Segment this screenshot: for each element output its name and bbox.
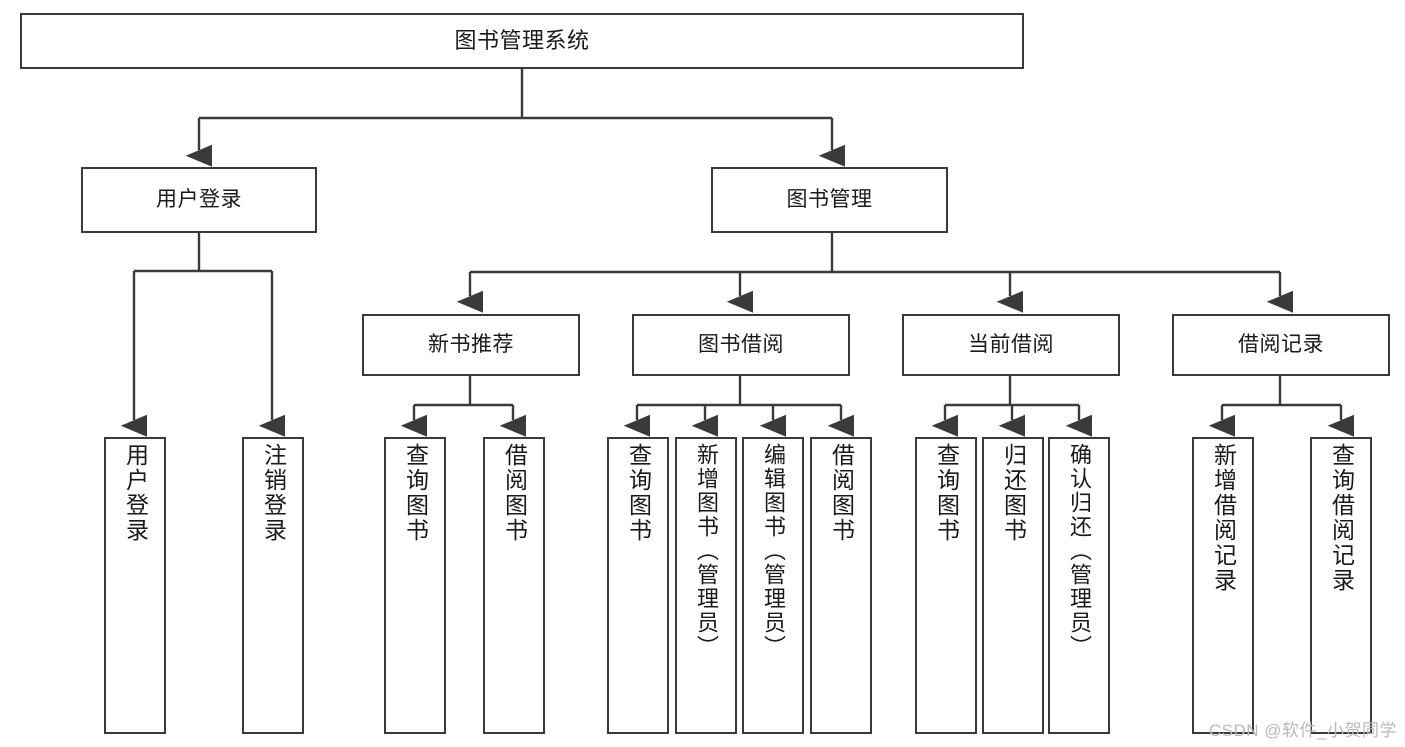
node-label: 图书借阅 xyxy=(698,332,784,356)
node-label: 新增图书（管理员） xyxy=(694,443,719,659)
leaf-edit-book[interactable]: 编辑图书（管理员） xyxy=(742,437,804,734)
node-label: 借阅图书 xyxy=(501,443,528,543)
node-new-book-recommend[interactable]: 新书推荐 xyxy=(362,314,580,376)
node-user-login[interactable]: 用户登录 xyxy=(81,167,317,233)
node-label: 当前借阅 xyxy=(968,332,1054,356)
node-label: 新书推荐 xyxy=(428,332,514,356)
node-label: 确认归还（管理员） xyxy=(1067,443,1092,659)
leaf-add-book[interactable]: 新增图书（管理员） xyxy=(675,437,737,734)
node-label: 编辑图书（管理员） xyxy=(761,443,786,659)
node-label: 查询图书 xyxy=(933,443,960,543)
node-label: 图书管理系统 xyxy=(454,28,590,54)
leaf-query-record[interactable]: 查询借阅记录 xyxy=(1310,437,1372,734)
node-book-manage[interactable]: 图书管理 xyxy=(711,167,948,233)
leaf-user-login[interactable]: 用户登录 xyxy=(104,437,166,734)
node-label: 注销登录 xyxy=(260,443,287,543)
node-root[interactable]: 图书管理系统 xyxy=(20,13,1024,69)
node-label: 查询图书 xyxy=(402,443,429,543)
node-book-borrow[interactable]: 图书借阅 xyxy=(632,314,850,376)
node-label: 借阅图书 xyxy=(828,443,855,543)
leaf-logout-login[interactable]: 注销登录 xyxy=(242,437,304,734)
leaf-confirm-return[interactable]: 确认归还（管理员） xyxy=(1048,437,1110,734)
leaf-query-book-2[interactable]: 查询图书 xyxy=(607,437,669,734)
node-current-borrow[interactable]: 当前借阅 xyxy=(902,314,1120,376)
leaf-borrow-book-1[interactable]: 借阅图书 xyxy=(483,437,545,734)
watermark: CSDN @软件_小贺同学 xyxy=(1208,721,1397,740)
leaf-add-record[interactable]: 新增借阅记录 xyxy=(1192,437,1254,734)
leaf-borrow-book-2[interactable]: 借阅图书 xyxy=(810,437,872,734)
node-label: 查询图书 xyxy=(625,443,652,543)
leaf-return-book[interactable]: 归还图书 xyxy=(982,437,1044,734)
node-label: 归还图书 xyxy=(1000,443,1027,543)
node-label: 用户登录 xyxy=(156,187,242,211)
node-label: 图书管理 xyxy=(786,187,873,211)
leaf-query-book-3[interactable]: 查询图书 xyxy=(915,437,977,734)
node-borrow-record[interactable]: 借阅记录 xyxy=(1172,314,1390,376)
node-label: 借阅记录 xyxy=(1238,332,1324,356)
node-label: 新增借阅记录 xyxy=(1210,443,1237,593)
leaf-query-book-1[interactable]: 查询图书 xyxy=(384,437,446,734)
node-label: 查询借阅记录 xyxy=(1328,443,1355,593)
node-label: 用户登录 xyxy=(122,443,149,543)
